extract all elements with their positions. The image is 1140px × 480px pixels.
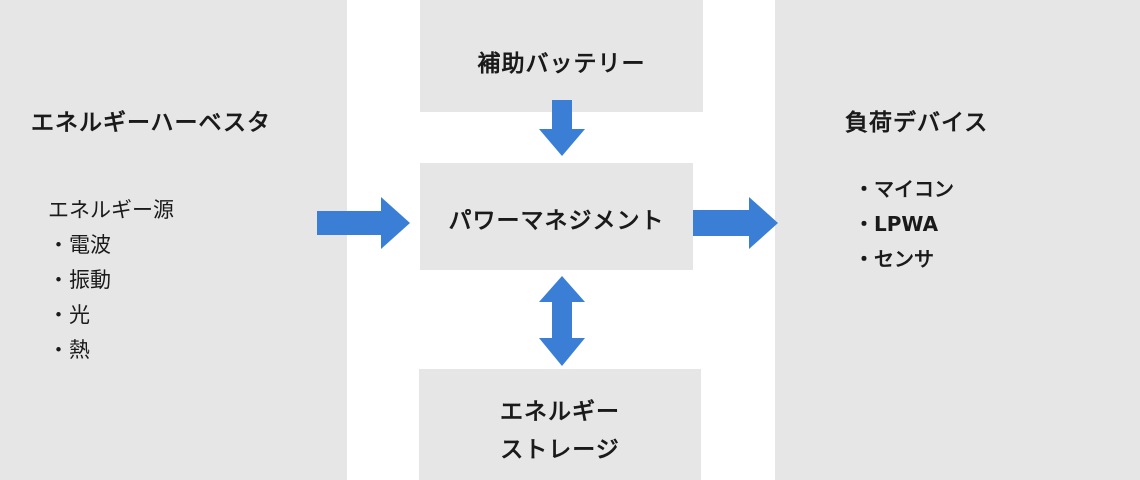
- energy-storage-title-line2: ストレージ: [500, 437, 620, 463]
- load-device-item: ・センサ: [854, 247, 934, 271]
- arrow-battery-to-power-management: [539, 100, 585, 156]
- load-device-item: ・マイコン: [854, 177, 954, 201]
- power-management-box: パワーマネジメント: [420, 163, 693, 270]
- load-device-box: 負荷デバイス ・マイコン ・LPWA ・センサ: [775, 0, 1140, 480]
- arrow-harvester-to-power-management: [317, 197, 410, 249]
- load-device-item: ・LPWA: [854, 212, 939, 236]
- auxiliary-battery-box: 補助バッテリー: [420, 0, 703, 112]
- power-management-title: パワーマネジメント: [448, 208, 665, 234]
- energy-source-item: ・熱: [48, 338, 90, 362]
- energy-source-header: エネルギー源: [48, 198, 174, 222]
- energy-storage-title-line1: エネルギー: [500, 399, 620, 425]
- energy-source-item: ・振動: [48, 268, 111, 292]
- energy-harvester-box: エネルギーハーベスタ エネルギー源 ・電波 ・振動 ・光 ・熱: [0, 0, 347, 480]
- load-device-list: ・マイコン ・LPWA ・センサ: [854, 172, 954, 277]
- energy-storage-box: エネルギー ストレージ: [419, 369, 701, 480]
- energy-source-list: エネルギー源 ・電波 ・振動 ・光 ・熱: [48, 193, 174, 368]
- arrow-power-management-to-load: [693, 197, 778, 249]
- load-device-title: 負荷デバイス: [845, 110, 989, 136]
- energy-source-item: ・光: [48, 303, 90, 327]
- auxiliary-battery-title: 補助バッテリー: [477, 51, 646, 77]
- energy-source-item: ・電波: [48, 233, 111, 257]
- energy-harvester-title: エネルギーハーベスタ: [31, 110, 271, 136]
- energy-storage-title: エネルギー ストレージ: [419, 393, 701, 469]
- arrow-power-management-storage-bidirectional: [539, 276, 585, 366]
